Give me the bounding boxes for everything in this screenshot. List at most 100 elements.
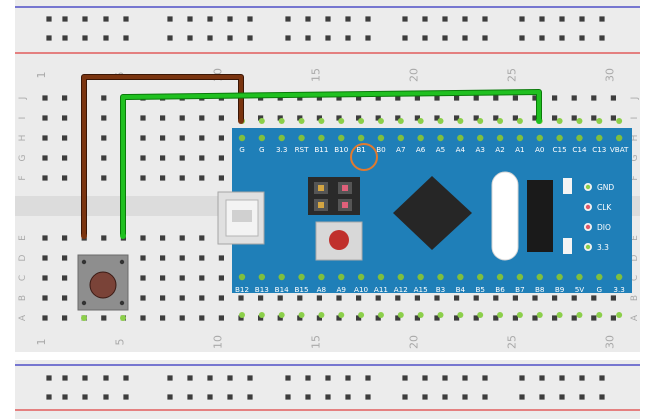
breadboard-hole <box>199 175 205 181</box>
breadboard-hole <box>297 295 303 301</box>
breadboard-hole <box>571 115 577 121</box>
breadboard-hole <box>591 115 597 121</box>
board-pin-label-bottom: B6 <box>495 285 505 294</box>
rail-hole <box>103 35 109 41</box>
board-pin-pad-top <box>596 134 603 142</box>
rail-hole <box>519 35 525 41</box>
board-pin-pad-bottom <box>397 273 404 281</box>
board-pin-pad-bottom <box>615 273 623 281</box>
board-pin-pad-bottom <box>536 273 543 281</box>
rail-hole <box>227 375 233 381</box>
connected-hole-bottom <box>258 312 265 318</box>
breadboard-hole <box>277 115 283 121</box>
rail-hole <box>325 375 331 381</box>
breadboard-hole <box>395 295 401 301</box>
breadboard-hole <box>454 295 460 301</box>
breadboard-hole <box>238 315 244 321</box>
board-pin-pad-bottom <box>457 273 464 281</box>
board-pin-pad-top <box>397 134 404 142</box>
breadboard-hole <box>356 95 362 101</box>
breadboard-hole <box>160 115 166 121</box>
board-pin-label-bottom: B5 <box>475 285 485 294</box>
breadboard-hole <box>316 95 322 101</box>
row-label: I <box>18 117 28 120</box>
rail-hole <box>103 375 109 381</box>
rail-hole <box>579 35 585 41</box>
rail-hole <box>285 16 291 22</box>
board-pin-pad-top <box>318 134 325 142</box>
connected-hole-bottom <box>516 312 523 318</box>
side-pin-dot <box>585 224 591 230</box>
rail-hole <box>482 375 488 381</box>
breadboard-hole <box>375 315 381 321</box>
rail-hole <box>462 375 468 381</box>
rail-hole <box>519 16 525 22</box>
rail-hole <box>247 375 253 381</box>
breadboard-hole <box>218 115 224 121</box>
rail-hole <box>402 35 408 41</box>
board-pin-label-top: C13 <box>592 145 606 154</box>
breadboard-hole <box>199 115 205 121</box>
breadboard-hole <box>552 315 558 321</box>
breadboard-hole <box>532 315 538 321</box>
breadboard-hole <box>434 95 440 101</box>
rail-hole <box>482 16 488 22</box>
breadboard-hole <box>473 115 479 121</box>
board-pin-label-top: C15 <box>553 145 567 154</box>
connected-hole-top <box>298 118 305 124</box>
breadboard-hole <box>101 135 107 141</box>
rail-hole <box>207 35 213 41</box>
breadboard-hole <box>336 295 342 301</box>
column-number-bottom: 1 <box>35 339 48 346</box>
breadboard-hole <box>199 155 205 161</box>
board-pin-pad-top <box>615 134 623 142</box>
smd-component-bottom <box>563 238 572 254</box>
breadboard-hole <box>532 295 538 301</box>
breadboard-hole <box>218 315 224 321</box>
breadboard-hole <box>258 295 264 301</box>
board-pin-pad-bottom <box>318 273 325 281</box>
board-pin-label-top: A6 <box>416 145 426 154</box>
connected-hole-top <box>556 118 563 124</box>
rail-hole <box>402 375 408 381</box>
breadboard-hole <box>101 235 107 241</box>
green-wire-end-board <box>536 118 542 124</box>
breadboard-hole <box>199 235 205 241</box>
connected-hole-top <box>397 118 404 124</box>
breadboard-hole <box>473 315 479 321</box>
connected-hole-bottom <box>397 312 404 318</box>
board-pin-label-top: B0 <box>376 145 386 154</box>
side-pin-label: CLK <box>597 203 612 212</box>
breadboard-hole <box>179 255 185 261</box>
rail-hole <box>123 394 129 400</box>
board-pin-label-bottom: A8 <box>317 285 327 294</box>
rail-hole <box>519 394 525 400</box>
breadboard-hole <box>375 295 381 301</box>
breadboard-hole <box>218 275 224 281</box>
boot-jumper-header <box>308 177 360 215</box>
board-pin-label-top: VBAT <box>610 145 629 154</box>
breadboard-hole <box>42 135 48 141</box>
rail-hole <box>442 35 448 41</box>
breadboard-hole <box>297 315 303 321</box>
breadboard-hole <box>160 135 166 141</box>
board-pin-label-bottom: B12 <box>235 285 249 294</box>
green-wire <box>121 90 541 236</box>
breadboard-hole <box>62 295 68 301</box>
breadboard-hole <box>62 135 68 141</box>
rail-hole <box>442 394 448 400</box>
breadboard-hole <box>42 115 48 121</box>
rail-hole <box>247 16 253 22</box>
breadboard-hole <box>140 295 146 301</box>
row-label: E <box>630 235 640 241</box>
breadboard-hole <box>62 115 68 121</box>
rail-hole <box>519 375 525 381</box>
rail-hole <box>207 394 213 400</box>
breadboard-hole <box>610 295 616 301</box>
breadboard-hole <box>218 175 224 181</box>
rail-hole <box>422 16 428 22</box>
breadboard-hole <box>610 315 616 321</box>
breadboard-hole <box>454 115 460 121</box>
board-pin-label-top: A4 <box>456 145 466 154</box>
